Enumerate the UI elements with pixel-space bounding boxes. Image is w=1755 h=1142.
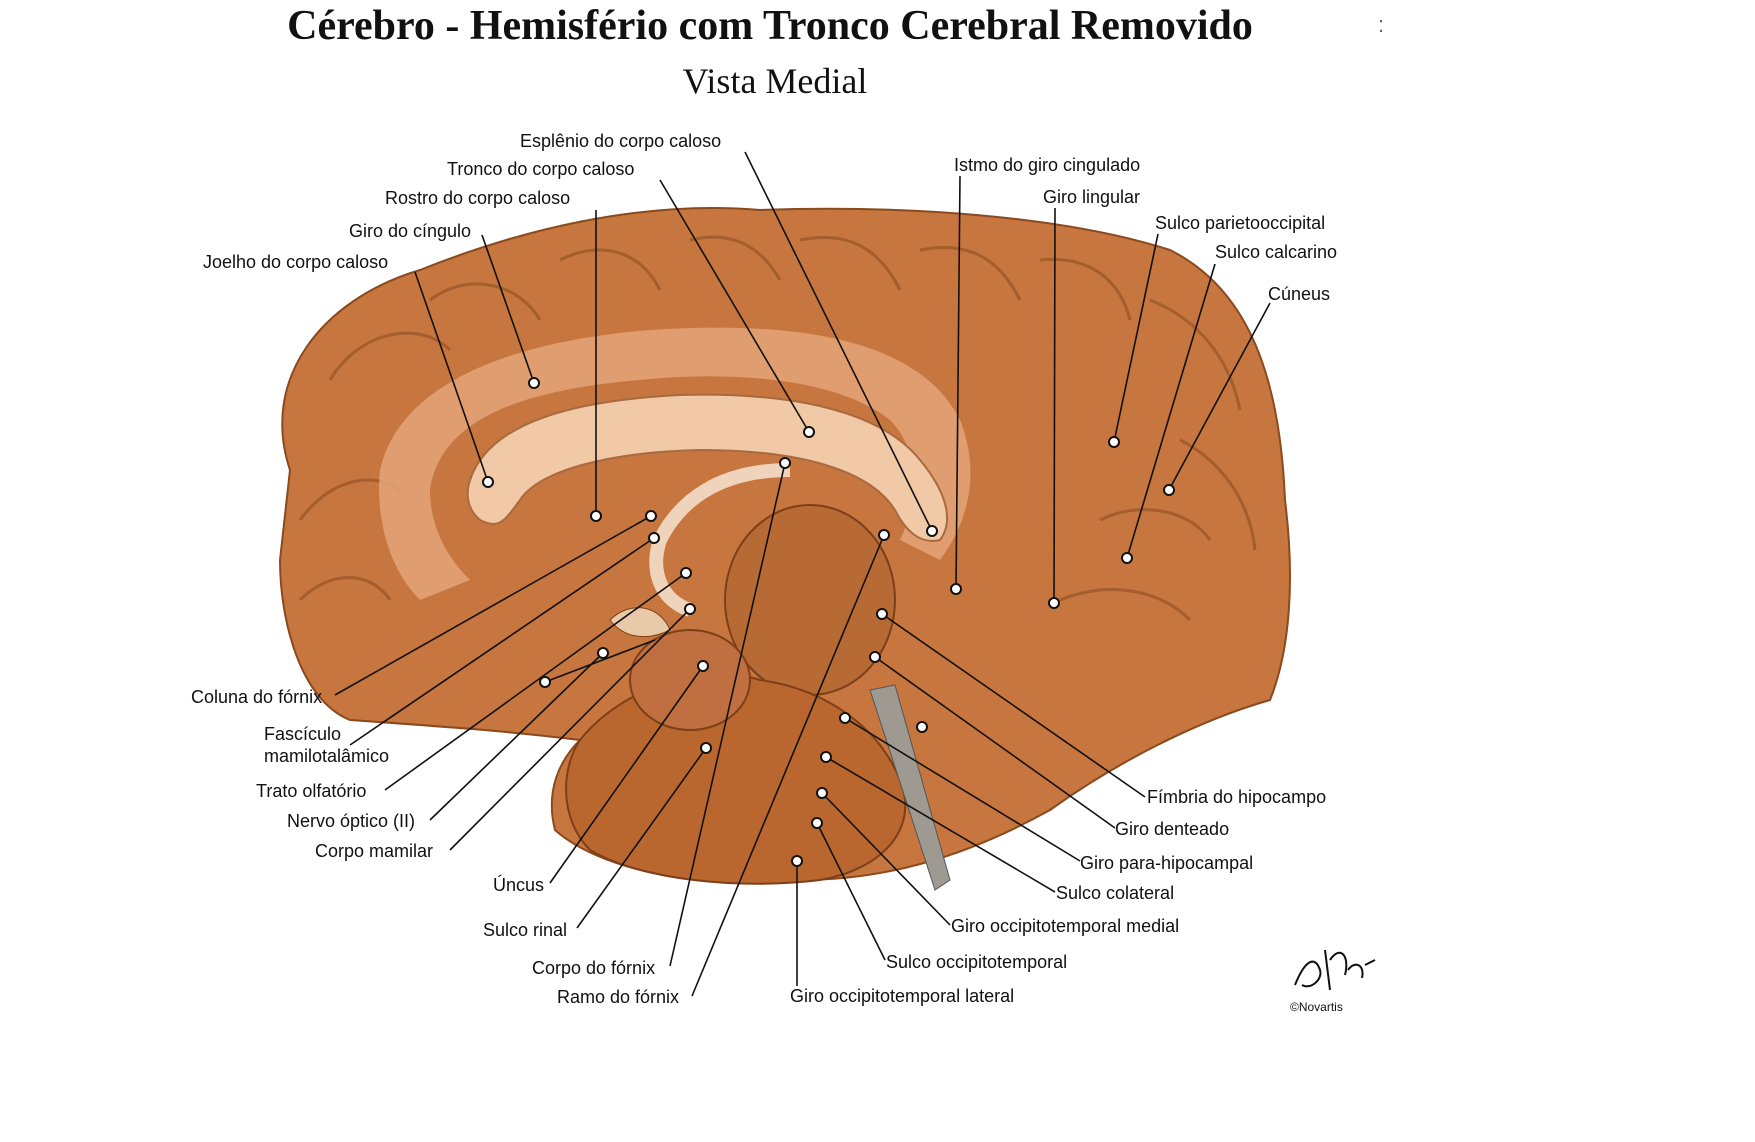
dot-fimbria [876,608,888,620]
signature-icon [1294,949,1376,991]
thalamus [724,504,896,696]
label-lingular: Giro lingular [1043,187,1141,207]
fornix [649,463,791,617]
dot-giro-cingulo [528,377,540,389]
dot-corpo-mamilar [684,603,696,615]
dot-istmo [950,583,962,595]
label-uncus: Úncus [493,875,545,895]
line-joelho [414,271,489,483]
label-parietooccipital: Sulco parietooccipital [1155,213,1326,233]
dot-joelho [482,476,494,488]
pointer-dots [482,377,1175,867]
line-giro-cingulo [481,234,535,384]
dot-trato [680,567,692,579]
line-coluna [334,515,652,696]
dot-para-hipocampal [839,712,851,724]
dot-giro-denteado [869,651,881,663]
cingulate-gyrus [379,327,971,600]
label-cuneus: Cúneus [1268,284,1331,304]
label-giro-cingulo: Giro do cíngulo [349,221,472,241]
label-nervo-optico: Nervo óptico (II) [287,811,416,831]
brainstem-stump [869,684,951,891]
line-calcarino [1126,263,1216,559]
dot-corpo-fornix [779,457,791,469]
dot-ramo-fornix [878,529,890,541]
dot-lingular [1048,597,1060,609]
uncus [629,629,751,731]
diagram-title: Cérebro - Hemisfério com Tronco Cerebral… [287,3,1253,49]
label-trato-olfatorio: Trato olfatório [256,781,367,801]
label-sulco-rinal: Sulco rinal [483,920,568,940]
dot-nervo [597,647,609,659]
line-ramo-fornix [691,534,885,997]
label-sulco-ot: Sulco occipitotemporal [886,952,1068,972]
label-ramo-fornix: Ramo do fórnix [557,987,680,1007]
copyright: ©Novartis [1290,1000,1343,1014]
line-uncus [549,665,704,884]
label-calcarino: Sulco calcarino [1215,242,1338,262]
line-corpo-mamilar [449,608,691,851]
label-ot-medial: Giro occipitotemporal medial [951,916,1180,936]
line-fasciculo [349,537,655,746]
stray-mark: : [1378,12,1385,37]
line-esplenio [744,151,933,532]
label-rostro: Rostro do corpo caloso [385,188,571,208]
label-giro-denteado: Giro denteado [1115,819,1230,839]
corpus-callosum [466,393,949,542]
line-lingular [1053,207,1056,604]
dot-rostro [590,510,602,522]
dot-ot-lateral [791,855,803,867]
label-corpo-fornix: Corpo do fórnix [532,958,656,978]
dot-extra [539,676,551,688]
leader-lines [334,151,1271,997]
dot-sulco-ot [811,817,823,829]
dot-parietooccipital [1108,436,1120,448]
label-istmo: Istmo do giro cingulado [954,155,1141,175]
dot-coluna [645,510,657,522]
dot-tronco [803,426,815,438]
dot-hippocampus-extra [916,721,928,733]
dot-fasciculo [648,532,660,544]
line-sulco-rinal [576,747,707,929]
gyri-texture [298,235,1257,622]
line-sulco-ot [816,822,886,961]
dot-ot-medial [816,787,828,799]
dot-uncus [697,660,709,672]
dot-sulco-rinal [700,742,712,754]
line-nervo [429,652,604,821]
label-ot-lateral: Giro occipitotemporal lateral [790,986,1015,1006]
label-coluna-fornix: Coluna do fórnix [191,687,323,707]
line-parietooccipital [1113,233,1159,443]
label-corpo-mamilar: Corpo mamilar [315,841,434,861]
label-fasciculo: Fascículo mamilotalâmico [264,724,390,766]
label-tronco: Tronco do corpo caloso [447,159,635,179]
dot-esplenio [926,525,938,537]
label-sulco-colateral: Sulco colateral [1056,883,1175,903]
label-joelho: Joelho do corpo caloso [203,252,389,272]
line-corpo-fornix [669,462,786,967]
label-esplenio: Esplênio do corpo caloso [520,131,722,151]
line-ot-medial [821,792,951,926]
dot-calcarino [1121,552,1133,564]
line-tronco [659,179,810,433]
label-fimbria: Fímbria do hipocampo [1147,787,1327,807]
line-sulco-colateral [825,756,1056,893]
line-istmo [955,175,961,590]
label-para-hipocampal: Giro para-hipocampal [1080,853,1254,873]
line-cuneus [1168,302,1271,491]
dot-sulco-colateral [820,751,832,763]
line-giro-denteado [874,656,1116,829]
dot-cuneus [1163,484,1175,496]
line-extra [544,639,656,683]
diagram-subtitle: Vista Medial [682,61,868,101]
line-para-hipocampal [844,717,1081,862]
line-fimbria [881,613,1146,798]
line-trato [384,572,687,791]
